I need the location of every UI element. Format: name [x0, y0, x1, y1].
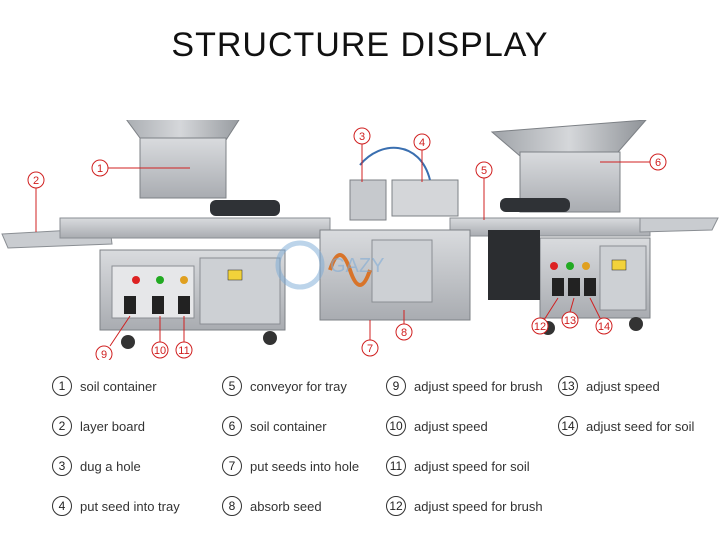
- conveyor-rail-right: [449, 217, 651, 237]
- legend-item: 12 adjust speed for brush: [386, 494, 543, 518]
- legend-item: 4 put seed into tray: [52, 494, 180, 518]
- legend-item: 9 adjust speed for brush: [386, 374, 543, 398]
- brush-coil: [328, 253, 372, 287]
- legend-label: absorb seed: [250, 498, 322, 514]
- callout-4: 4: [419, 137, 425, 149]
- right-cabinet-door: [599, 245, 647, 311]
- callout-numbers: 1 2 3 4 5 6 7 8 9 10 11 12 13 14: [33, 131, 661, 360]
- left-indicator-green: [156, 276, 164, 284]
- legend-item: 7 put seeds into hole: [222, 454, 359, 478]
- legend-number: 14: [558, 416, 578, 436]
- watermark-logo: [275, 240, 325, 290]
- callout-8: 8: [401, 327, 407, 339]
- watermark-text: GAZY: [330, 255, 384, 277]
- black-tray-box: [488, 230, 540, 300]
- legend-number: 5: [222, 376, 242, 396]
- legend-item: 2 layer board: [52, 414, 145, 438]
- legend-item: 6 soil container: [222, 414, 327, 438]
- legend-number: 9: [386, 376, 406, 396]
- hole-press: [349, 179, 387, 221]
- legend-number: 8: [222, 496, 242, 516]
- left-cabinet-door: [199, 257, 281, 325]
- callout-1: 1: [97, 163, 103, 175]
- legend-item: 5 conveyor for tray: [222, 374, 347, 398]
- left-warning-label: [227, 269, 243, 281]
- legend-label: adjust speed for brush: [414, 378, 543, 394]
- left-roller: [210, 200, 280, 216]
- right-layer-board: [639, 217, 719, 233]
- callouts: [35, 144, 650, 347]
- callout-6: 6: [655, 157, 661, 169]
- legend-label: soil container: [80, 378, 157, 394]
- legend-item: 14 adjust seed for soil: [558, 414, 694, 438]
- legend-label: put seeds into hole: [250, 458, 360, 474]
- air-hose: [359, 146, 431, 181]
- middle-door: [371, 239, 433, 303]
- legend-item: 11 adjust speed for soil: [386, 454, 530, 478]
- legend-item: 3 dug a hole: [52, 454, 141, 478]
- knob-10: [152, 296, 164, 314]
- left-hopper-top: [126, 120, 240, 141]
- knob-11: [178, 296, 190, 314]
- legend-number: 3: [52, 456, 72, 476]
- legend-label: put seed into tray: [80, 498, 180, 514]
- legend-label: adjust seed for soil: [586, 418, 695, 434]
- right-warning-label: [611, 259, 627, 271]
- legend-item: 1 soil container: [52, 374, 157, 398]
- legend-label: dug a hole: [80, 458, 141, 474]
- legend-label: adjust speed: [586, 378, 660, 394]
- conveyor-rail-left: [59, 217, 331, 239]
- callout-12: 12: [534, 321, 546, 333]
- legend-number: 13: [558, 376, 578, 396]
- callout-7: 7: [367, 343, 373, 355]
- legend-label: conveyor for tray: [250, 378, 347, 394]
- seed-needle-bar: [391, 179, 459, 217]
- knob-9: [124, 296, 136, 314]
- legend-number: 4: [52, 496, 72, 516]
- legend-label: adjust speed for brush: [414, 498, 543, 514]
- callout-5: 5: [481, 165, 487, 177]
- machine-photo: GAZY: [1, 120, 719, 360]
- legend-number: 7: [222, 456, 242, 476]
- callout-circles: [27, 127, 667, 360]
- right-roller: [500, 198, 570, 212]
- legend-number: 6: [222, 416, 242, 436]
- legend-number: 12: [386, 496, 406, 516]
- callout-11: 11: [178, 345, 189, 357]
- legend-item: 8 absorb seed: [222, 494, 322, 518]
- callout-3: 3: [359, 131, 365, 143]
- legend-number: 11: [386, 456, 406, 476]
- right-hopper-top: [490, 120, 647, 157]
- legend-number: 1: [52, 376, 72, 396]
- legend-item: 13 adjust speed: [558, 374, 660, 398]
- legend-number: 2: [52, 416, 72, 436]
- legend: 1 soil container 2 layer board 3 dug a h…: [0, 370, 720, 530]
- knob-12: [552, 278, 564, 296]
- callout-2: 2: [33, 175, 39, 187]
- callout-9: 9: [101, 349, 107, 360]
- legend-label: adjust speed: [414, 418, 488, 434]
- left-indicator-yellow: [180, 276, 188, 284]
- legend-item: 10 adjust speed: [386, 414, 488, 438]
- page-title: STRUCTURE DISPLAY: [171, 26, 549, 64]
- legend-label: soil container: [250, 418, 327, 434]
- legend-label: layer board: [80, 418, 146, 434]
- legend-label: adjust speed for soil: [414, 458, 530, 474]
- knob-13: [568, 278, 580, 296]
- callout-13: 13: [564, 315, 576, 327]
- legend-number: 10: [386, 416, 406, 436]
- callout-10: 10: [154, 345, 166, 357]
- knob-14: [584, 278, 596, 296]
- callout-14: 14: [598, 321, 610, 333]
- left-indicator-red: [132, 276, 140, 284]
